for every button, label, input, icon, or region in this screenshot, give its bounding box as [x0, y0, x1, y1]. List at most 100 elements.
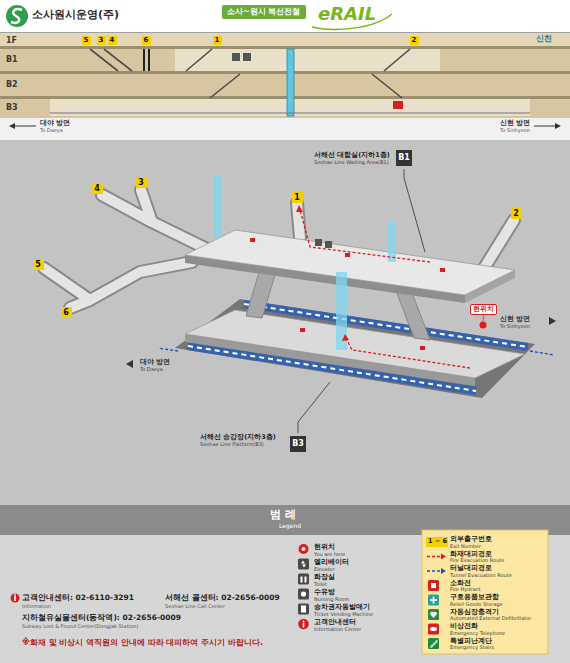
- icon-glyph: [430, 612, 437, 618]
- node-text: 6: [62, 307, 71, 318]
- concourse-b1: [185, 230, 515, 295]
- fire-hydrant: [420, 346, 425, 350]
- fire-hydrant: [300, 328, 305, 332]
- legend-band: [0, 535, 570, 663]
- icon-glyph: [302, 565, 306, 568]
- arrow-head: [296, 205, 303, 212]
- escalator: [90, 49, 410, 98]
- node-text: 서해선 대합실(지하1층): [314, 151, 390, 159]
- icon-glyph: [303, 621, 305, 623]
- legend-heading: Legend: [279, 523, 301, 530]
- node-text: 4: [109, 36, 116, 45]
- safety-notice: ※화재 및 비상시 역직원의 안내에 따라 대피하여 주시기 바랍니다.: [22, 638, 263, 647]
- legend-text: 터널대피경로: [450, 565, 492, 572]
- direction-label: 신현 방면: [500, 315, 530, 323]
- legend-text: 외부출구번호: [450, 536, 492, 543]
- platform-b3: [185, 310, 525, 378]
- fire-hydrant: [345, 253, 350, 257]
- icon-square: [428, 609, 439, 620]
- legend-subtext: Emergency Telephone: [450, 631, 505, 637]
- escalator: [90, 49, 118, 71]
- legend-subtext: Automated External Defibrillator: [450, 616, 531, 622]
- info-icon: [14, 594, 16, 596]
- direction-label: 대야 방면: [40, 119, 70, 127]
- icon-square: [298, 589, 309, 600]
- company-name: 소사원시운영(주): [32, 9, 119, 22]
- node-text: 4: [93, 183, 102, 194]
- legend-text: 엘리베이터: [314, 558, 349, 566]
- direction-arrow: [549, 317, 556, 325]
- contact-info: 서해선 콜센터: 02-2656-0009: [165, 594, 280, 603]
- direction-strip: [534, 126, 556, 127]
- legend-subtext: Exit Number: [450, 544, 481, 550]
- direction-strip: [0, 118, 570, 140]
- legend-subtext: Elevator: [314, 567, 335, 573]
- facility-icon: [315, 239, 322, 246]
- node-text: 2: [411, 36, 418, 45]
- icon-route: [441, 568, 446, 574]
- direction-arrow: [126, 317, 556, 368]
- node-text: 1: [214, 36, 221, 45]
- legend-text: 소화전: [450, 580, 471, 587]
- you-are-here: 현위치: [470, 304, 497, 315]
- icon-square: [298, 559, 309, 570]
- icon-route: [427, 556, 442, 558]
- fire-hydrant: [440, 268, 445, 272]
- elevator-shaft: [388, 222, 396, 262]
- icon-square: [298, 574, 309, 585]
- fire-hydrant: [250, 238, 445, 350]
- legend-subtext: Relief Goods Storage: [450, 602, 502, 608]
- node-text: B3: [291, 436, 305, 452]
- elevator-shaft: [214, 175, 396, 350]
- legend-band: [422, 530, 548, 654]
- line-banner: 소사~원시 복선전철: [222, 5, 306, 19]
- icon-glyph: [301, 561, 305, 564]
- direction-label: 대야 방면: [140, 358, 170, 366]
- escalator: [186, 49, 212, 71]
- tunnel-evacuation-route: [530, 351, 554, 355]
- arrow-head: [296, 205, 349, 341]
- node-text: 5: [34, 259, 43, 270]
- node-text: 6: [143, 36, 150, 45]
- node-text: 1: [293, 192, 302, 203]
- icon-square: [298, 604, 309, 615]
- legend-text: 승차권자동발매기: [314, 603, 370, 611]
- legend-subtext: Toilet: [314, 582, 327, 588]
- company-logo: [6, 5, 28, 27]
- legend-subtext: Nursing Room: [314, 597, 349, 603]
- exit-number: 4: [92, 183, 103, 194]
- legend-subtext: Ticket Vending Machine: [314, 612, 373, 618]
- exit-number: 4: [108, 36, 117, 45]
- header-bar: [0, 32, 570, 33]
- icon-circle: [298, 619, 309, 630]
- area-label: 서해선 승강장(지하3층)Seohae Line Platform(B3): [198, 432, 278, 449]
- direction-strip: [0, 118, 570, 140]
- passage: [44, 190, 514, 308]
- area-label: 서해선 대합실(지하1층)Seohae Line Waiting Area(B1…: [312, 150, 392, 167]
- node-text: 2: [512, 208, 521, 219]
- direction-strip: [14, 126, 36, 127]
- icon-square: [428, 638, 439, 649]
- legend-text: 현위치: [314, 543, 335, 551]
- direction-label: To Daeya: [40, 128, 63, 134]
- icon-glyph: [430, 627, 437, 631]
- legend-subtext: Tunnel Evacuation Route: [450, 573, 512, 579]
- direction-label: To Sinhyeon: [500, 324, 530, 330]
- track-bed: [175, 299, 535, 398]
- floor-slab: [0, 96, 570, 99]
- legend-text: 특별피난계단: [450, 638, 492, 645]
- exit-number: 6: [142, 36, 151, 45]
- direction-label: To Sinhyeon: [500, 128, 530, 134]
- section-ground: [0, 33, 570, 118]
- exit-range: 1 ~ 6: [428, 538, 447, 545]
- icon-square: [428, 595, 439, 606]
- concourse-b1: [465, 270, 515, 303]
- here-pin: [480, 322, 487, 329]
- legend-text: 자동심장충격기: [450, 609, 499, 616]
- exit-number: 3: [97, 36, 106, 45]
- direction-strip: [555, 123, 561, 129]
- floor-label: B3: [6, 103, 18, 112]
- icon-route: [441, 554, 446, 560]
